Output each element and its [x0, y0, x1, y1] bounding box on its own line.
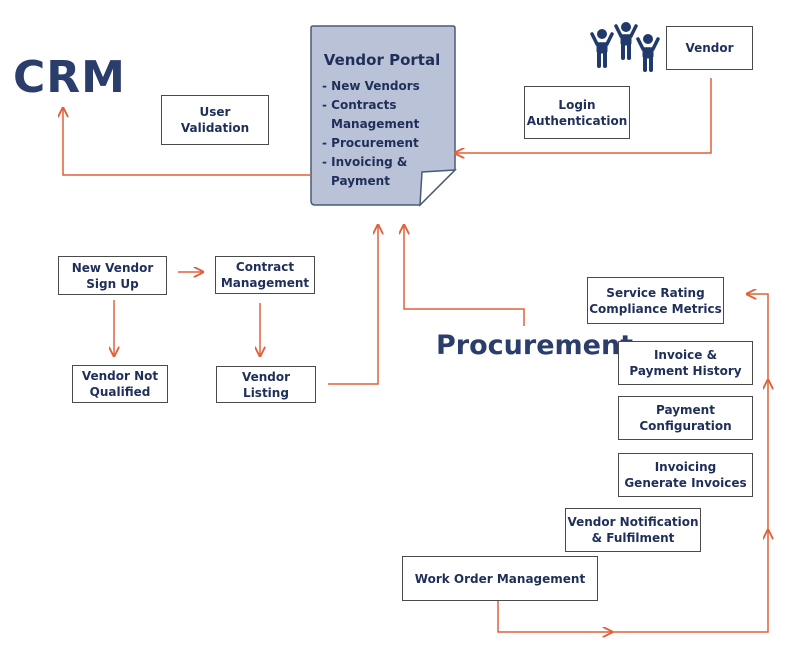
- arrow-vendor-to-portal: [455, 78, 712, 153]
- service-rating-box: Service Rating Compliance Metrics: [587, 277, 724, 324]
- vendor-notification-box: Vendor Notification & Fulfilment: [565, 508, 701, 552]
- invoice-payment-history-box: Invoice & Payment History: [618, 341, 753, 385]
- user-validation-box: User Validation: [161, 95, 269, 145]
- arrow-listing-to-portal: [328, 225, 378, 385]
- arrow-loop-right: [612, 530, 768, 633]
- vendor-box: Vendor: [666, 26, 753, 70]
- vendor-not-qualified-box: Vendor Not Qualified: [72, 365, 168, 403]
- portal-item-new-vendors: - New Vendors: [322, 79, 420, 93]
- arrow-workorder-bottom: [497, 601, 612, 632]
- login-authentication-box: Login Authentication: [524, 86, 630, 139]
- work-order-management-box: Work Order Management: [402, 556, 598, 601]
- portal-item-contracts-cont: Management: [331, 117, 420, 131]
- portal-item-invoicing-cont: Payment: [331, 174, 390, 188]
- invoicing-box: Invoicing Generate Invoices: [618, 453, 753, 497]
- portal-item-invoicing: - Invoicing &: [322, 155, 408, 169]
- portal-item-contracts: - Contracts: [322, 98, 397, 112]
- vendor-listing-box: Vendor Listing: [216, 366, 316, 403]
- vendor-portal-document: [310, 25, 457, 207]
- people-icon: [590, 22, 660, 72]
- arrow-portal-to-crm: [63, 108, 311, 176]
- contract-management-box: Contract Management: [215, 256, 315, 294]
- crm-label: CRM: [13, 52, 126, 103]
- procurement-label: Procurement: [436, 330, 634, 361]
- portal-item-procurement: - Procurement: [322, 136, 419, 150]
- vendor-portal-title: Vendor Portal: [323, 51, 441, 69]
- arrow-loop-to-service: [747, 294, 769, 380]
- new-vendor-signup-box: New Vendor Sign Up: [58, 256, 167, 295]
- arrow-procurement-to-portal: [404, 225, 525, 326]
- payment-configuration-box: Payment Configuration: [618, 396, 753, 440]
